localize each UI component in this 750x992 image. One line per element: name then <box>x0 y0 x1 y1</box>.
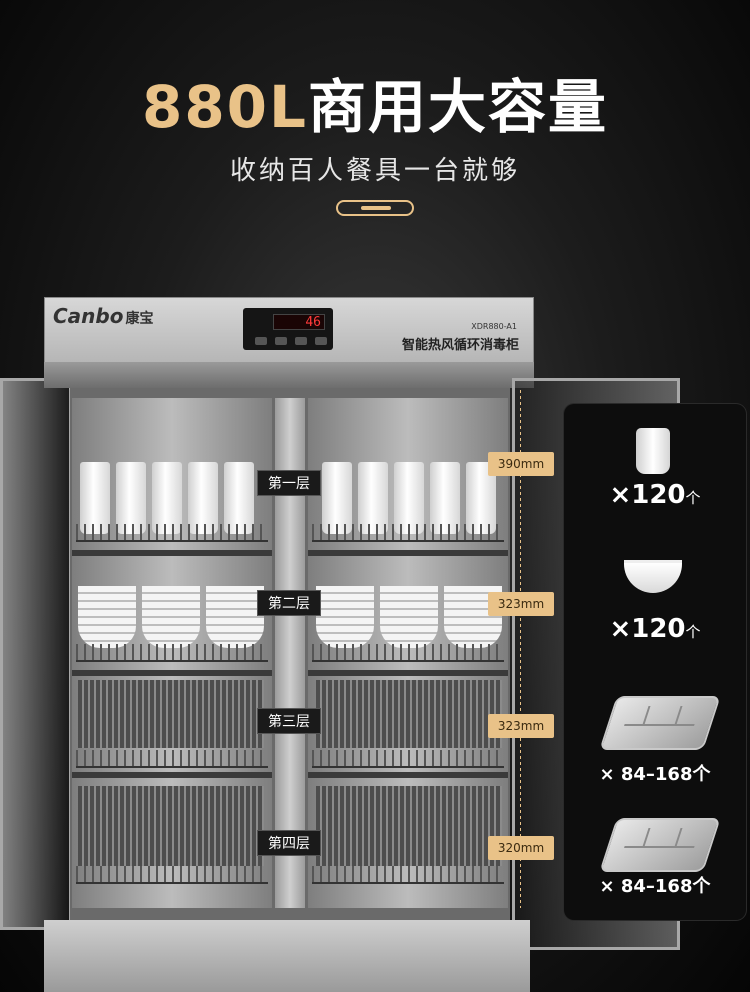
dimension-line <box>520 390 521 908</box>
shelf <box>72 772 272 778</box>
layer-height-2: 323mm <box>488 592 554 616</box>
panel-button <box>295 337 307 345</box>
wire-rack <box>312 866 504 884</box>
layer-label-2: 第二层 <box>257 590 321 616</box>
wire-rack <box>76 866 268 884</box>
decorative-pill-icon <box>336 200 414 216</box>
headline-accent: 880L <box>141 73 308 141</box>
wire-rack <box>76 644 268 662</box>
headline-text: 商用大容量 <box>308 73 609 141</box>
tray-stack <box>316 786 502 866</box>
control-panel: 46 <box>243 308 333 350</box>
panel-button <box>315 337 327 345</box>
layer-height-1: 390mm <box>488 452 554 476</box>
cabinet-type-label: 智能热风循环消毒柜 <box>401 338 519 353</box>
cup <box>152 462 182 534</box>
shelf <box>72 670 272 676</box>
cup <box>358 462 388 534</box>
bowl-stack <box>316 586 374 648</box>
temperature-display: 46 <box>273 314 325 330</box>
capacity-trays-2: × 84–168个 <box>599 876 711 897</box>
tray-stack <box>78 680 264 748</box>
cup <box>430 462 460 534</box>
shelf <box>308 772 508 778</box>
model-number: XDR880-A1 <box>471 322 517 331</box>
shelf <box>308 550 508 556</box>
bowl-stack <box>380 586 438 648</box>
layer-label-1: 第一层 <box>257 470 321 496</box>
bowl-stack <box>78 586 136 648</box>
cup <box>80 462 110 534</box>
layer-label-3: 第三层 <box>257 708 321 734</box>
tray-icon <box>599 818 721 872</box>
shelf <box>72 550 272 556</box>
bowl-icon <box>624 560 682 593</box>
layer-height-4: 320mm <box>488 836 554 860</box>
cup <box>394 462 424 534</box>
subheadline: 收纳百人餐具一台就够 <box>229 156 520 186</box>
shelf <box>308 670 508 676</box>
wire-rack <box>312 644 504 662</box>
tray-stack <box>78 786 264 866</box>
cup-icon <box>636 428 670 474</box>
capacity-trays-1: × 84–168个 <box>599 764 711 785</box>
cup <box>224 462 254 534</box>
layer-label-4: 第四层 <box>257 830 321 856</box>
panel-button <box>255 337 267 345</box>
bowl-stack <box>206 586 264 648</box>
capacity-cups: ×120个 <box>609 480 701 510</box>
capacity-panel: ×120个 ×120个 × 84–168个 × 84–168个 <box>564 404 746 920</box>
wire-rack <box>312 524 504 542</box>
cup <box>188 462 218 534</box>
cup <box>322 462 352 534</box>
wire-rack <box>76 524 268 542</box>
wire-rack <box>312 750 504 768</box>
panel-button <box>275 337 287 345</box>
tray-stack <box>316 680 502 748</box>
cabinet-base <box>44 920 530 992</box>
cabinet-frame <box>44 362 534 388</box>
bowl-stack <box>142 586 200 648</box>
layer-height-3: 323mm <box>488 714 554 738</box>
left-door <box>0 378 72 930</box>
capacity-bowls: ×120个 <box>609 614 701 644</box>
tray-icon <box>599 696 721 750</box>
wire-rack <box>76 750 268 768</box>
cup <box>116 462 146 534</box>
headline: 880L商用大容量 <box>0 72 750 142</box>
